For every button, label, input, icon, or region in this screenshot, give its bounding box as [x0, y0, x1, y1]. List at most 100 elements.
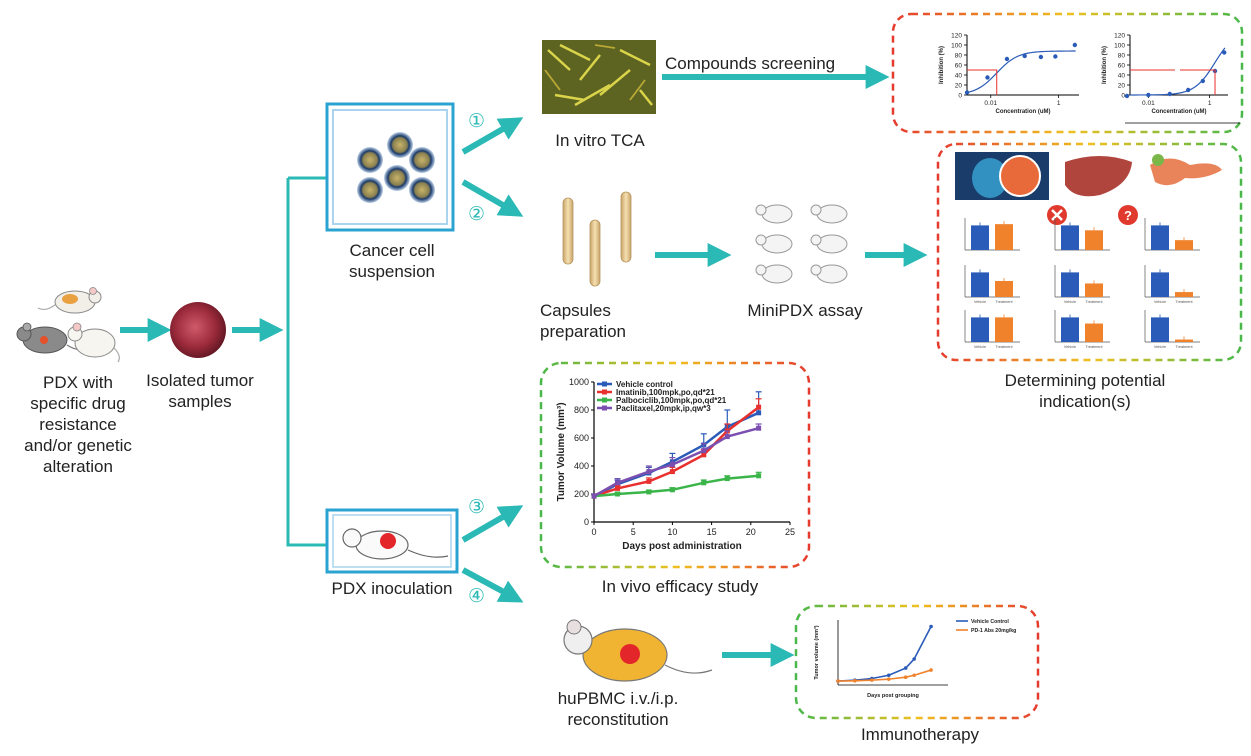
data-point: [929, 668, 933, 672]
bar-vehicle: [1151, 272, 1169, 297]
pdx-source-label: PDX with specific drug resistance and/or…: [8, 372, 148, 477]
x-tick-label: 25: [785, 527, 795, 537]
bar-vehicle: [1061, 317, 1079, 342]
bar-category-label: Vehicle: [974, 345, 986, 349]
y-axis-label: Tumor Volume (mm³): [556, 402, 567, 501]
y-tick-label: 20: [1118, 83, 1126, 90]
data-point: [886, 673, 891, 678]
liver-icon: [1065, 156, 1132, 197]
data-point: [1146, 92, 1151, 98]
data-point: [615, 485, 621, 491]
data-point: [669, 469, 675, 475]
data-point: [903, 675, 908, 679]
cross-mark-icon: [1047, 205, 1067, 225]
capsules-label: Capsules preparation: [540, 301, 627, 341]
bar-category-label: Vehicle: [1064, 345, 1076, 349]
mouse-top-icon: [37, 287, 102, 314]
x-tick-label: 0.01: [984, 100, 997, 107]
label-line: PDX with: [43, 373, 113, 392]
bar-treatment: [995, 224, 1013, 250]
connector-lines: [286, 176, 327, 547]
legend-label: PD-1 Abs 20mg/kg: [971, 628, 1016, 634]
cell-icons: [357, 132, 435, 203]
data-point: [1186, 87, 1191, 93]
legend-label: Paclitaxel,20mpk,ip,qw*3: [616, 404, 711, 413]
tumor-dot-icon: [380, 533, 396, 549]
y-axis-label: Inhibition (%): [939, 46, 945, 84]
bar-treatment: [995, 281, 1013, 297]
bar-category-label: Vehicle: [974, 300, 986, 304]
x-tick-label: 0: [591, 527, 596, 537]
data-point: [1004, 56, 1010, 62]
fit-curve: [966, 50, 1076, 94]
indication-label: Determining potential indication(s): [1004, 371, 1166, 411]
y-axis-label: Inhibition (%): [1102, 46, 1108, 84]
y-tick-label: 100: [951, 43, 962, 50]
immunotherapy-frame: [794, 604, 1040, 720]
step-number-4: ④: [468, 585, 486, 607]
data-point: [669, 462, 675, 468]
organ-icons: ?: [955, 152, 1222, 225]
y-tick-label: 0: [1121, 93, 1125, 100]
dose-response-frame: [891, 12, 1244, 134]
y-tick-label: 0: [958, 93, 962, 100]
bar-category-label: Vehicle: [1154, 300, 1166, 304]
data-point: [1200, 78, 1206, 84]
legend-marker: [602, 397, 607, 403]
arrow-step1: [461, 117, 524, 155]
y-tick-label: 600: [574, 433, 589, 443]
bar-vehicle: [971, 317, 989, 342]
bar-category-label: Treatment: [1085, 300, 1103, 304]
y-tick-label: 800: [574, 405, 589, 415]
bar-category-label: Treatment: [1175, 345, 1193, 349]
bar-vehicle: [1151, 225, 1169, 250]
bar-category-label: Vehicle: [1064, 300, 1076, 304]
data-point: [870, 678, 874, 682]
step-number-2: ②: [468, 203, 486, 225]
data-point: [853, 678, 857, 683]
compounds-screening-label: Compounds screening: [665, 54, 836, 73]
y-tick-label: 80: [955, 53, 963, 60]
y-tick-label: 80: [1118, 53, 1126, 60]
data-point: [669, 487, 675, 493]
question-mark-icon: ?: [1118, 205, 1138, 225]
legend-label: Imatinib,100mpk,po,qd*21: [616, 388, 715, 397]
data-point: [756, 404, 762, 410]
x-axis-label: Concentration (uM): [1152, 109, 1207, 115]
y-tick-label: 200: [574, 489, 589, 499]
y-axis-label: Tumor volume (mm³): [813, 625, 820, 679]
label-line: specific drug: [30, 394, 126, 413]
bar-category-label: Treatment: [1085, 345, 1103, 349]
data-point: [912, 673, 916, 678]
x-tick-label: 1: [1057, 100, 1061, 107]
tumor-sample-image: [170, 302, 226, 358]
data-point: [1022, 53, 1027, 59]
data-point: [615, 491, 621, 497]
step-number-3: ③: [468, 496, 486, 518]
bar-category-label: Treatment: [995, 345, 1013, 349]
tumor-dot-icon: [620, 644, 640, 664]
bar-category-label: Vehicle: [1154, 345, 1166, 349]
mouse-right-icon: [67, 322, 120, 363]
data-point: [912, 657, 916, 661]
label-line: alteration: [43, 457, 113, 476]
bar-vehicle: [971, 225, 989, 250]
step-number-1: ①: [468, 110, 486, 132]
bar-treatment: [1175, 240, 1193, 250]
ic50-guide: [1130, 69, 1216, 95]
y-tick-label: 20: [955, 83, 963, 90]
pdx-inoculation-label: PDX inoculation: [331, 579, 453, 598]
ic50-guide: [967, 69, 998, 95]
svg-text:?: ?: [1124, 208, 1132, 223]
tumor-samples-label: Isolated tumor samples: [146, 371, 254, 411]
pancreas-icon: [1150, 154, 1222, 186]
y-tick-label: 40: [955, 73, 963, 80]
x-tick-label: 10: [667, 527, 677, 537]
y-tick-label: 1000: [569, 377, 589, 387]
cell-suspension-label: Cancer cell suspension: [348, 241, 435, 281]
in-vitro-microscopy-image: [542, 40, 656, 114]
